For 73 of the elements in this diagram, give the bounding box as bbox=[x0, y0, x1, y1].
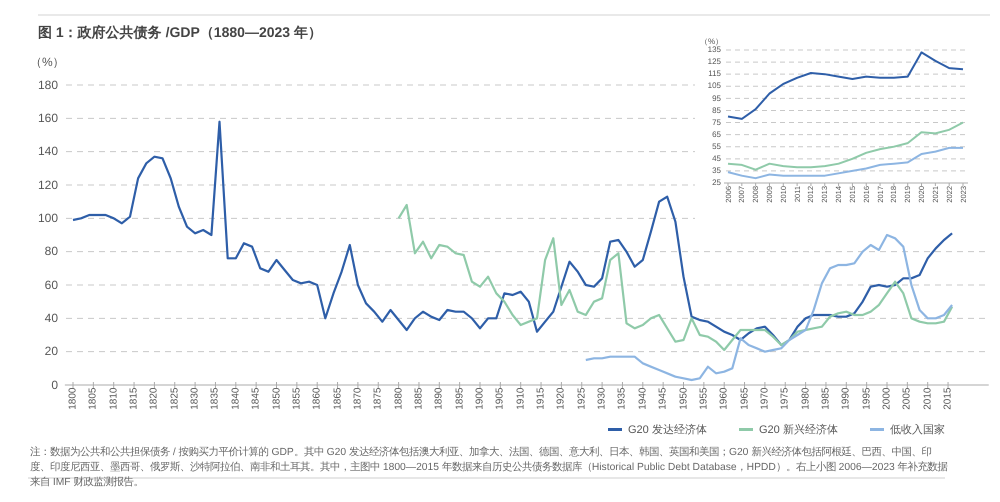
axis-tick-label: 1810 bbox=[108, 388, 120, 412]
axis-tick-label: 1820 bbox=[148, 388, 160, 412]
axis-tick-label: 1845 bbox=[250, 388, 262, 412]
axis-tick-label: 1830 bbox=[190, 388, 201, 412]
axis-tick-label: 2005 bbox=[902, 388, 913, 412]
axis-tick-label: 75 bbox=[712, 118, 721, 127]
legend-label: 低收入国家 bbox=[890, 422, 945, 437]
axis-tick-label: 1950 bbox=[678, 388, 689, 412]
axis-tick-label: 1860 bbox=[312, 388, 323, 412]
axis-tick-label: 120 bbox=[38, 178, 58, 192]
axis-tick-label: 25 bbox=[712, 178, 721, 188]
axis-tick-label: 115 bbox=[708, 69, 721, 78]
chart-title: 图 1：政府公共债务 /GDP（1880—2023 年） bbox=[38, 24, 322, 42]
axis-tick-label: 1945 bbox=[658, 388, 669, 412]
axis-tick-label: 20 bbox=[44, 344, 58, 358]
axis-tick-label: 1850 bbox=[271, 388, 282, 412]
axis-tick-label: 1935 bbox=[616, 388, 628, 412]
axis-tick-label: 1895 bbox=[454, 388, 466, 412]
axis-tick-label: 2015 bbox=[942, 388, 954, 412]
axis-tick-label: 0 bbox=[51, 378, 58, 392]
axis-tick-label: 105 bbox=[708, 81, 721, 90]
legend-label: G20 发达经济体 bbox=[628, 422, 707, 437]
axis-tick-label: 1905 bbox=[494, 388, 506, 412]
axis-tick-label: 180 bbox=[38, 78, 58, 92]
axis-tick-label: 2000 bbox=[882, 388, 892, 412]
axis-tick-label: 1960 bbox=[718, 388, 730, 412]
axis-tick-label: 1875 bbox=[372, 388, 384, 412]
axis-tick-label: 1955 bbox=[698, 388, 710, 412]
axis-unit-label: （%） bbox=[700, 36, 724, 46]
axis-tick-label: 60 bbox=[44, 278, 58, 292]
axis-tick-label: 80 bbox=[44, 244, 58, 258]
axis-tick-label: 1915 bbox=[536, 388, 547, 412]
axis-tick-label: 40 bbox=[44, 311, 58, 326]
axis-tick-label: 100 bbox=[38, 211, 58, 226]
axis-tick-label: 95 bbox=[712, 94, 721, 103]
axis-tick-label: 1995 bbox=[861, 388, 872, 412]
axis-tick-label: 1840 bbox=[230, 388, 242, 412]
axis-tick-label: 1835 bbox=[210, 388, 221, 412]
axis-tick-label: 1985 bbox=[820, 388, 832, 412]
axis-tick-label: 1970 bbox=[759, 388, 770, 412]
axis-tick-label: 1890 bbox=[434, 388, 445, 412]
axis-tick-label: 1880 bbox=[393, 388, 404, 412]
axis-unit-label: （%） bbox=[30, 54, 65, 71]
axis-tick-label: 160 bbox=[38, 111, 58, 126]
axis-tick-label: 1925 bbox=[576, 388, 588, 412]
axis-tick-label: 140 bbox=[38, 144, 58, 158]
axis-tick-label: 55 bbox=[712, 142, 721, 151]
axis-tick-label: 1990 bbox=[840, 388, 852, 412]
axis-tick-label: 1940 bbox=[637, 388, 648, 412]
axis-tick-label: 2010 bbox=[922, 388, 934, 412]
axis-tick-label: 1930 bbox=[596, 388, 608, 412]
axis-tick-label: 1870 bbox=[352, 388, 364, 412]
axis-tick-label: 135 bbox=[708, 45, 721, 54]
axis-tick-label: 1805 bbox=[88, 388, 99, 412]
note-text: 注：数据为公共和公共担保债务 / 按购买力平价计算的 GDP。其中 G20 发达经济体包括澳大利亚、加拿大、法国、德国、意大利、日本、韩国、英国和美国；G20 新兴经济体包括阿根廷、巴西、中国、印度、印度尼西亚、墨西哥、俄罗斯、沙特阿拉伯、南非和土耳其。其中，主图中 1800—2015 年数据来自历史公共债务数据库（Historical Public Debt Database，HPDD）。右上小图 2006—2023 年补充数据来自 IMF 财政监测报告。 bbox=[30, 445, 949, 490]
axis-tick-label: 1900 bbox=[474, 388, 486, 412]
axis-tick-label: 1910 bbox=[515, 388, 526, 412]
axis-tick-label: 1855 bbox=[291, 388, 302, 412]
axis-tick-label: 1825 bbox=[169, 388, 180, 412]
axis-tick-label: 65 bbox=[712, 130, 721, 139]
axis-tick-label: 1980 bbox=[800, 388, 812, 412]
axis-tick-label: 1975 bbox=[780, 388, 791, 412]
axis-tick-label: 1965 bbox=[739, 388, 750, 412]
axis-tick-label: 45 bbox=[712, 154, 721, 164]
legend-label: G20 新兴经济体 bbox=[759, 422, 838, 437]
axis-tick-label: 85 bbox=[712, 106, 721, 115]
axis-tick-label: 1865 bbox=[332, 388, 344, 412]
axis-tick-label: 1920 bbox=[556, 388, 567, 412]
axis-tick-label: 1800 bbox=[68, 388, 78, 412]
axis-tick-label: 125 bbox=[708, 57, 721, 66]
axis-tick-label: 1815 bbox=[128, 388, 140, 412]
axis-tick-label: 35 bbox=[712, 166, 721, 176]
axis-tick-label: 1885 bbox=[413, 388, 424, 412]
